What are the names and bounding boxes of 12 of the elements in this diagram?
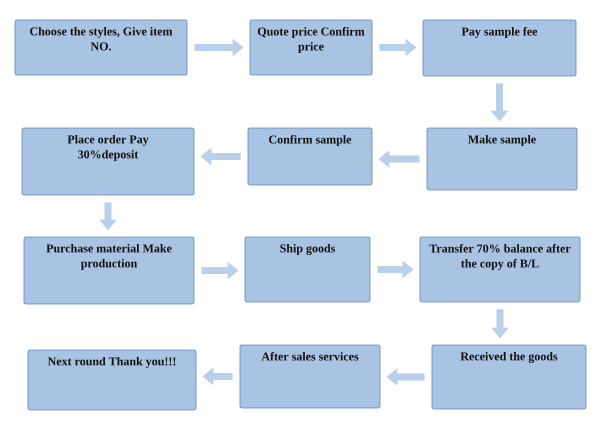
process-box: Place order Pay 30%deposit <box>22 128 194 196</box>
process-box: Pay sample fee <box>422 20 576 76</box>
process-box: Confirm sample <box>248 128 372 186</box>
process-box: Transfer 70% balance after the copy of B/L <box>420 236 580 302</box>
process-box: Next round Thank you!!! <box>28 350 196 410</box>
process-box: Received the goods <box>432 344 586 410</box>
process-box: Purchase material Make production <box>24 236 194 304</box>
process-box: After sales services <box>240 344 380 408</box>
process-box: Choose the styles, Give item NO. <box>14 20 188 76</box>
process-box: Quote price Confirm price <box>250 20 372 76</box>
process-box: Make sample <box>426 128 578 190</box>
process-box: Ship goods <box>244 236 370 302</box>
